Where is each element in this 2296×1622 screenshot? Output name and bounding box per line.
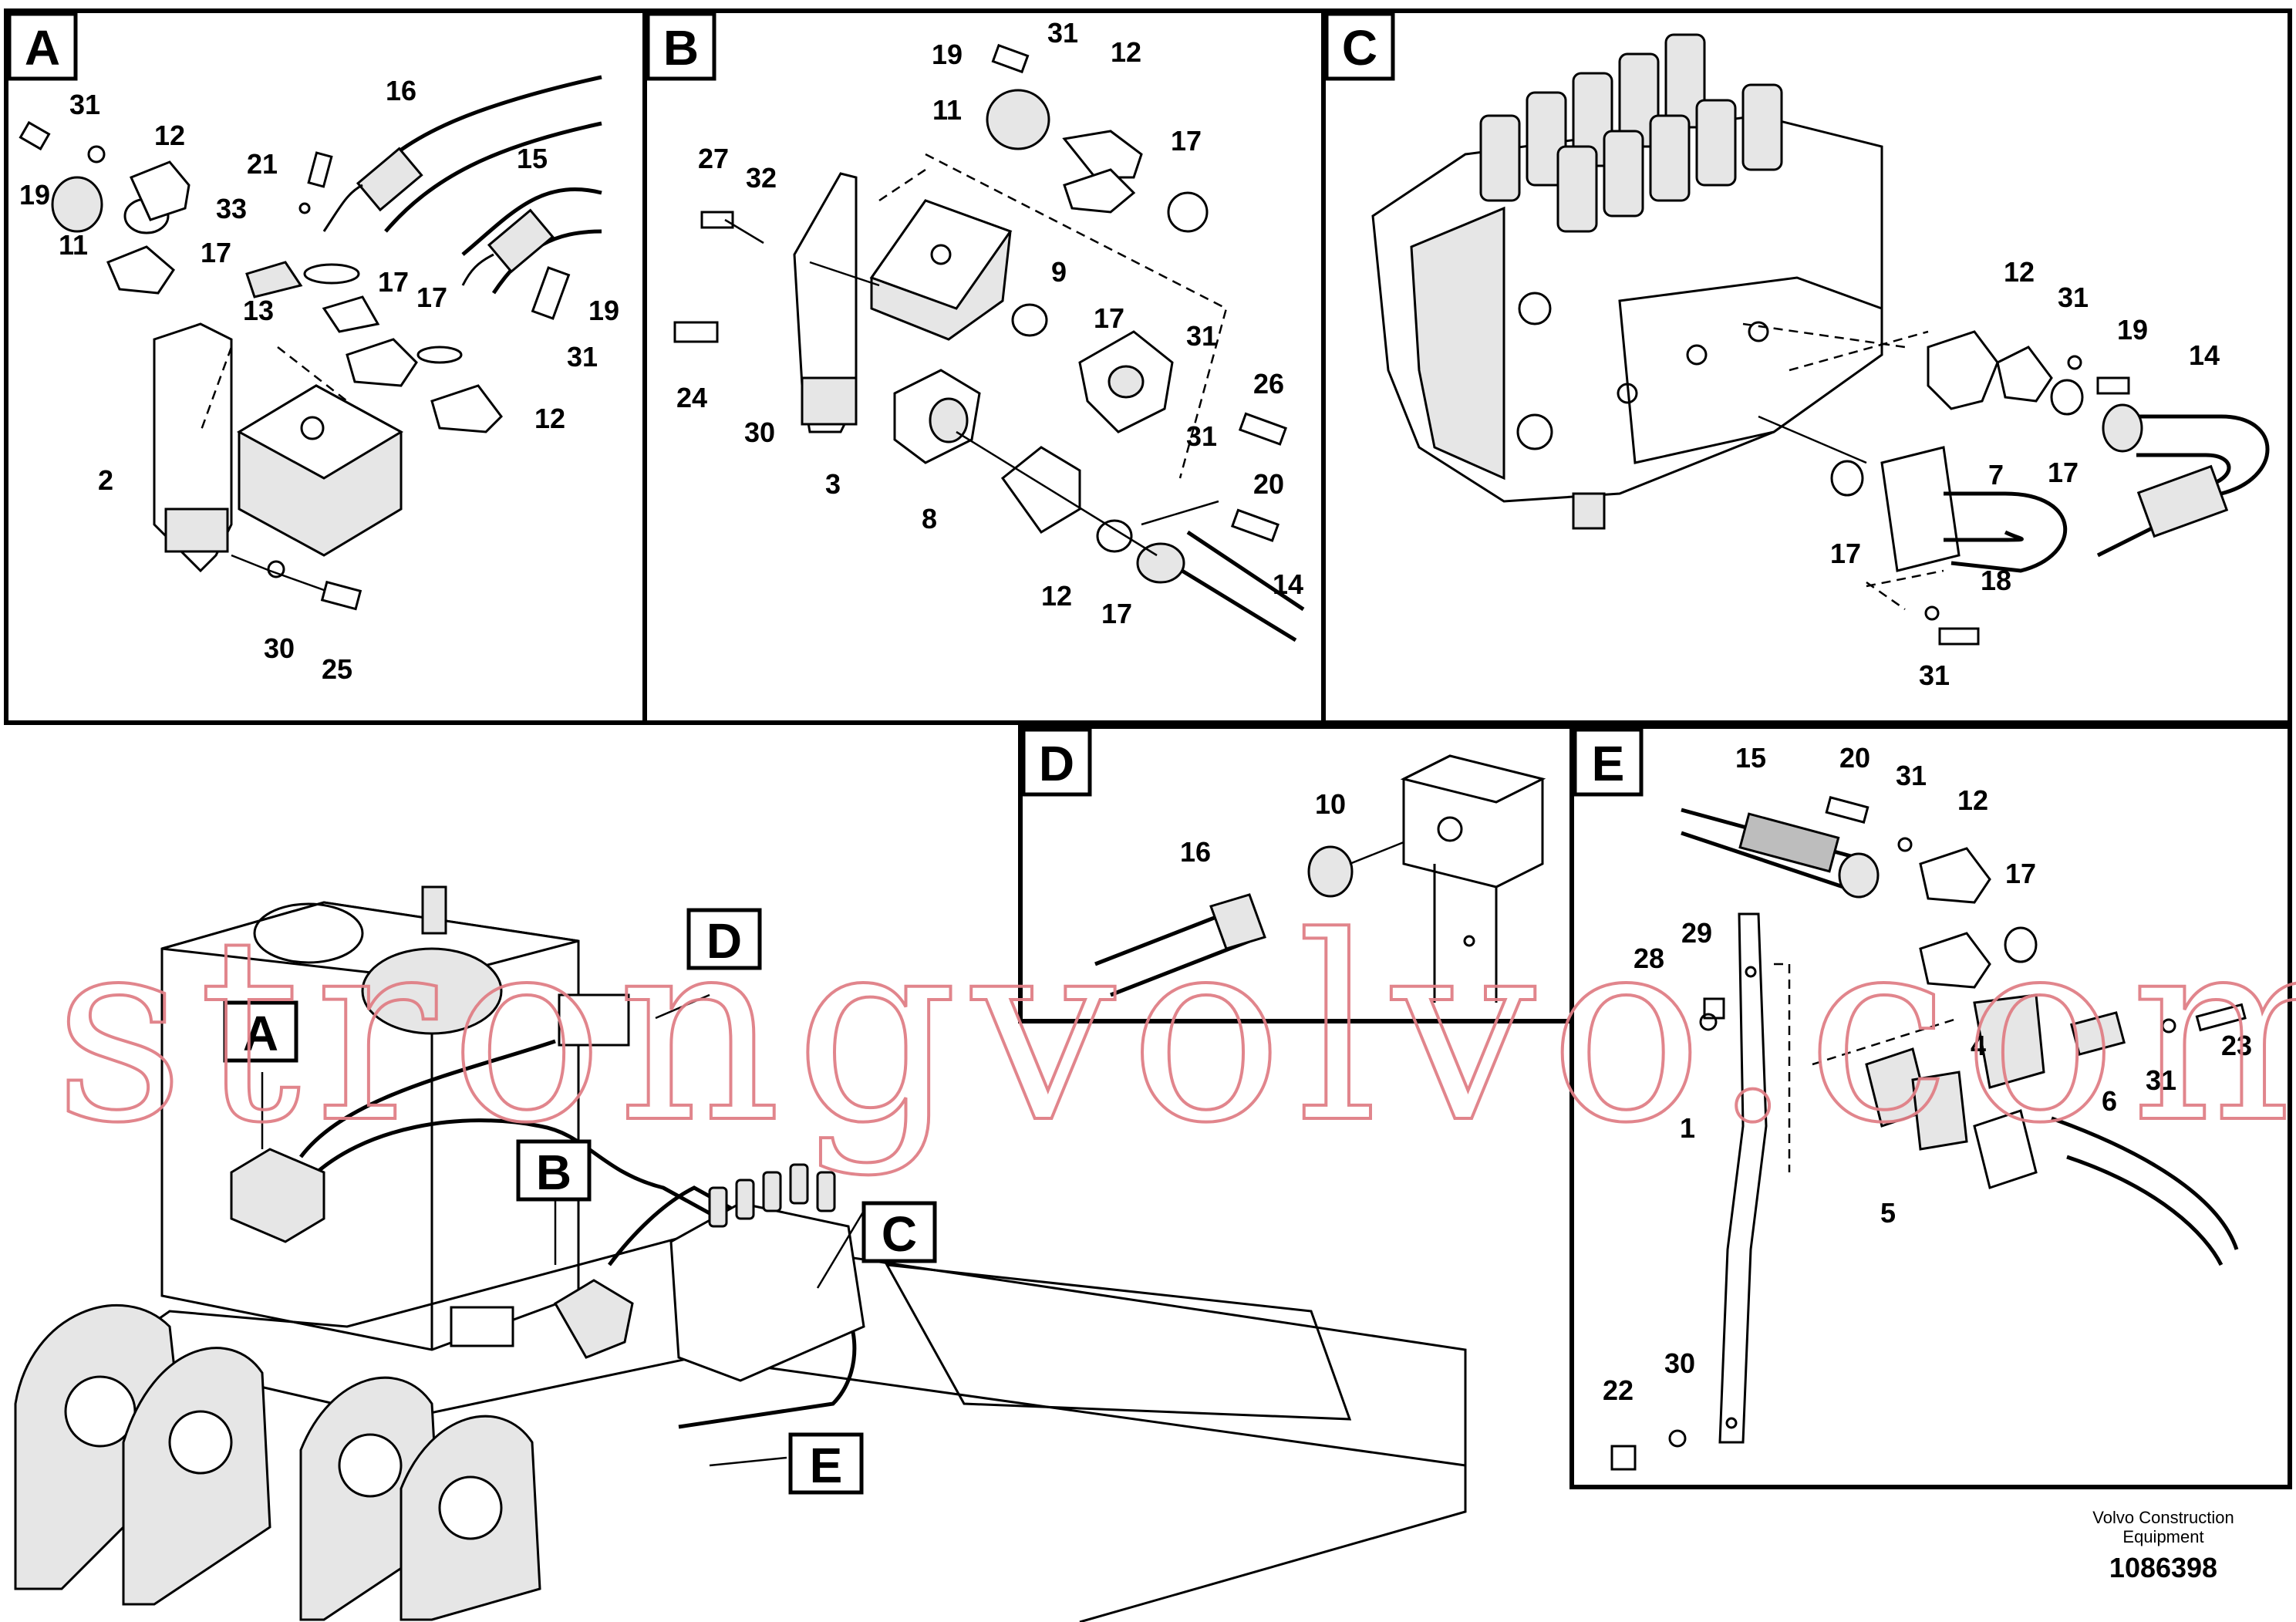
callout-b-31: 31 [1047,17,1078,49]
callout-b-14: 14 [1273,568,1303,600]
callout-d-10: 10 [1315,788,1346,820]
overview-tag-a: A [243,1006,278,1061]
callout-d-16: 16 [1180,836,1211,868]
callout-b-8: 8 [922,503,937,534]
panel-e-label: E [1592,736,1625,791]
callout-a-31b: 31 [567,341,598,373]
callout-b-17c: 17 [1101,598,1132,629]
callout-b-26: 26 [1253,368,1284,400]
callout-a-19b: 19 [588,295,619,326]
footer-company-line1: Volvo Construction [2092,1508,2234,1527]
callout-b-11: 11 [932,94,962,126]
callout-a-17c: 17 [416,282,447,313]
callout-e-29: 29 [1681,917,1712,949]
overview-tag-c: C [882,1206,917,1262]
callout-a-17b: 17 [378,266,409,298]
callout-c-19: 19 [2117,314,2148,346]
watermark-text: strongvolvo.com [54,882,2296,1179]
callout-e-22: 22 [1603,1374,1633,1406]
callout-a-17a: 17 [201,237,231,268]
callout-e-31b: 31 [2146,1064,2176,1096]
callout-e-12: 12 [1957,784,1988,816]
callout-e-23: 23 [2221,1030,2252,1061]
callout-b-31b: 31 [1186,320,1217,352]
overview-valve-spools [708,1163,836,1228]
callout-c-18: 18 [1981,565,2011,596]
panel-c-frame [1321,8,2292,725]
overview-machine: A B C D E [14,885,1467,1622]
callout-a-19: 19 [19,179,50,211]
callout-c-31: 31 [2058,282,2089,313]
callout-a-13: 13 [243,295,274,326]
callout-e-31: 31 [1896,760,1927,791]
callout-b-17: 17 [1171,125,1202,157]
callout-e-6: 6 [2102,1085,2117,1117]
overview-tag-e: E [810,1438,843,1493]
callout-a-33: 33 [216,193,247,224]
callout-e-30: 30 [1664,1347,1695,1379]
callout-a-12: 12 [154,120,185,151]
callout-b-32: 32 [746,162,777,194]
callout-a-25: 25 [322,653,352,685]
callout-e-17: 17 [2005,858,2036,889]
callout-b-3: 3 [825,468,841,500]
panel-e-frame [1569,724,2292,1489]
footer-drawing-number: 1086398 [2109,1552,2217,1583]
panel-e: E 15 20 31 12 17 [1573,727,2252,1471]
callout-b-19: 19 [932,39,963,70]
callout-e-15: 15 [1735,742,1766,774]
overview-tag-d: D [706,913,742,969]
panel-b: B 19 31 [646,12,1305,642]
callout-e-5: 5 [1880,1197,1896,1229]
callout-c-31b: 31 [1919,659,1950,691]
panel-a-label: A [25,20,60,76]
callout-a-31: 31 [69,89,100,120]
panel-d-label: D [1039,736,1074,791]
footer-company-line2: Equipment [2122,1527,2203,1546]
callout-c-7: 7 [1988,459,2004,491]
callout-e-4: 4 [1971,1030,1986,1061]
panel-a: A [7,12,619,685]
panel-c: C [1324,12,2270,691]
callout-b-17b: 17 [1094,302,1124,334]
panel-a-frame [4,8,647,725]
callout-a-30: 30 [264,632,295,664]
panel-d: D 10 16 [1021,727,1546,1003]
callout-a-16: 16 [386,75,416,106]
callout-b-31c: 31 [1186,420,1217,452]
callout-a-11: 11 [59,229,88,261]
callout-b-9: 9 [1051,256,1067,288]
callout-c-17b: 17 [1830,538,1861,569]
callout-b-20: 20 [1253,468,1284,500]
callout-e-1: 1 [1680,1112,1695,1144]
panel-b-frame [642,8,1326,725]
callout-b-12: 12 [1111,36,1141,68]
callout-a-21: 21 [247,148,278,180]
panel-b-label: B [663,20,699,76]
panel-c-label: C [1342,20,1377,76]
callout-b-27: 27 [698,143,729,174]
callout-a-2: 2 [98,464,113,496]
valve-spools [1479,33,1783,233]
callout-e-28: 28 [1633,943,1664,974]
callout-e-20: 20 [1839,742,1870,774]
callout-b-24: 24 [676,382,707,413]
callout-b-12b: 12 [1041,580,1072,612]
overview-tag-b: B [536,1145,571,1200]
callout-a-15: 15 [517,143,548,174]
callout-a-12b: 12 [534,403,565,434]
callout-c-12: 12 [2004,256,2035,288]
callout-c-17: 17 [2048,457,2079,488]
callout-c-14: 14 [2189,339,2220,371]
callout-b-30: 30 [744,416,775,448]
